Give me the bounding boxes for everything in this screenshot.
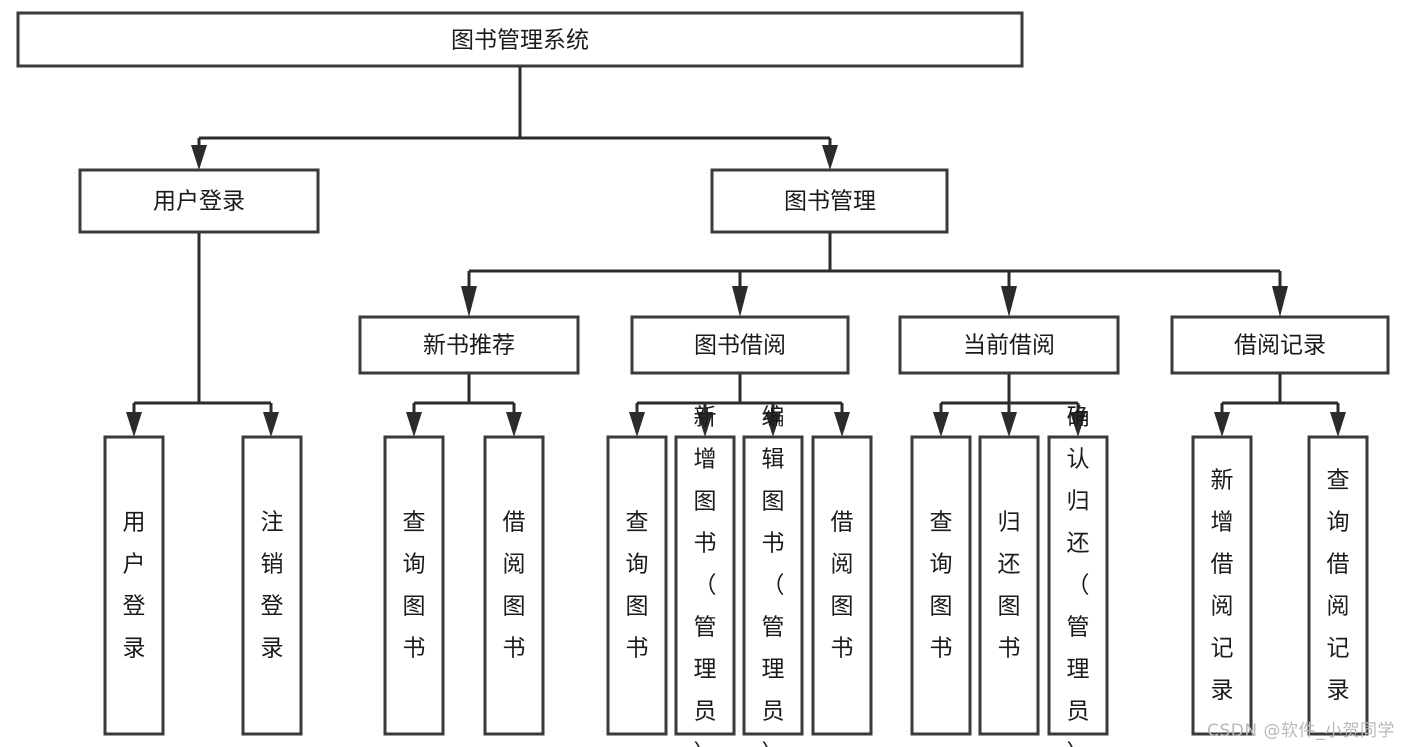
connector-borrowrecord-to-leaves [1214,373,1346,437]
leaf-label-logout-login: 注销登录 [261,510,284,662]
arrow-head-icon [822,145,838,170]
node-current-borrow[interactable]: 当前借阅 [898,315,1120,375]
leaf-label-add-book-admin: 新增图书（管理员） [694,405,717,747]
node-box [811,435,873,736]
leaf-node-query-book-1[interactable]: 查询图书 [383,435,445,736]
node-borrow-record[interactable]: 借阅记录 [1170,315,1390,375]
node-box [1191,435,1253,736]
arrow-head-icon [933,412,949,437]
node-box [710,168,949,234]
node-label-new-book-recommend: 新书推荐 [423,333,515,359]
connector-bookborrow-to-leaves [629,373,850,437]
node-box [483,435,545,736]
leaf-node-borrow-book-2[interactable]: 借阅图书 [811,435,873,736]
node-label-current-borrow: 当前借阅 [963,333,1055,359]
node-label-user-login: 用户登录 [153,189,245,215]
leaf-node-user-login[interactable]: 用户登录 [103,435,165,736]
leaf-node-borrow-book-1[interactable]: 借阅图书 [483,435,545,736]
node-box [674,435,736,736]
arrow-head-icon [461,286,477,317]
arrow-head-icon [629,412,645,437]
node-label-book-borrow: 图书借阅 [694,333,786,359]
connector-bookmgmt-to-level3 [461,232,1288,317]
node-user-login[interactable]: 用户登录 [78,168,320,234]
node-box [898,315,1120,375]
leaf-label-return-book: 归还图书 [998,510,1021,662]
node-box [241,435,303,736]
node-book-management[interactable]: 图书管理 [710,168,949,234]
leaf-label-borrow-book-2: 借阅图书 [831,510,854,662]
node-box [78,168,320,234]
node-box [1047,435,1109,736]
arrow-head-icon [1272,286,1288,317]
node-box [358,315,580,375]
node-label-borrow-record: 借阅记录 [1234,333,1326,359]
leaf-label-query-book-2: 查询图书 [626,510,649,662]
connector-root-to-level2 [191,66,838,170]
connector-currentborrow-to-leaves [933,373,1086,437]
node-root-system[interactable]: 图书管理系统 [16,11,1024,68]
arrow-head-icon [406,412,422,437]
arrow-head-icon [126,412,142,437]
node-box [742,435,804,736]
arrow-head-icon [1214,412,1230,437]
arrow-head-icon [834,412,850,437]
leaf-label-borrow-book-1: 借阅图书 [503,510,526,662]
arrow-head-icon [1070,412,1086,437]
leaf-label-add-borrow-record: 新增借阅记录 [1211,468,1234,704]
arrow-head-icon [1330,412,1346,437]
leaf-label-query-book-1: 查询图书 [403,510,426,662]
leaf-node-query-borrow-record[interactable]: 查询借阅记录 [1307,435,1369,736]
leaf-label-user-login: 用户登录 [123,510,146,662]
node-label-book-management: 图书管理 [784,189,876,215]
leaf-label-confirm-return-admin: 确认归还（管理员） [1067,405,1090,747]
node-box [1170,315,1390,375]
leaf-node-query-book-3[interactable]: 查询图书 [910,435,972,736]
arrow-head-icon [1001,412,1017,437]
leaf-node-add-book-admin[interactable]: 新增图书（管理员） [674,405,736,747]
leaf-label-query-borrow-record: 查询借阅记录 [1327,468,1350,704]
connector-newbook-to-leaves [406,373,522,437]
node-book-borrow[interactable]: 图书借阅 [630,315,850,375]
connector-userlogin-to-leaves [126,232,279,437]
node-box [383,435,445,736]
leaf-label-edit-book-admin: 编辑图书（管理员） [762,405,785,747]
arrow-head-icon [506,412,522,437]
arrow-head-icon [1001,286,1017,317]
node-box [103,435,165,736]
node-box [910,435,972,736]
node-label-root: 图书管理系统 [451,28,589,54]
leaf-node-edit-book-admin[interactable]: 编辑图书（管理员） [742,405,804,747]
node-new-book-recommend[interactable]: 新书推荐 [358,315,580,375]
leaf-label-query-book-3: 查询图书 [930,510,953,662]
leaf-node-query-book-2[interactable]: 查询图书 [606,435,668,736]
arrow-head-icon [697,412,713,437]
node-box [606,435,668,736]
leaf-node-logout-login[interactable]: 注销登录 [241,435,303,736]
leaf-node-add-borrow-record[interactable]: 新增借阅记录 [1191,435,1253,736]
arrow-head-icon [263,412,279,437]
node-box [630,315,850,375]
node-box [1307,435,1369,736]
leaf-node-return-book[interactable]: 归还图书 [978,435,1040,736]
node-box [978,435,1040,736]
arrow-head-icon [191,145,207,170]
arrow-head-icon [765,412,781,437]
arrow-head-icon [732,286,748,317]
leaf-node-confirm-return-admin[interactable]: 确认归还（管理员） [1047,405,1109,747]
node-box [16,11,1024,68]
